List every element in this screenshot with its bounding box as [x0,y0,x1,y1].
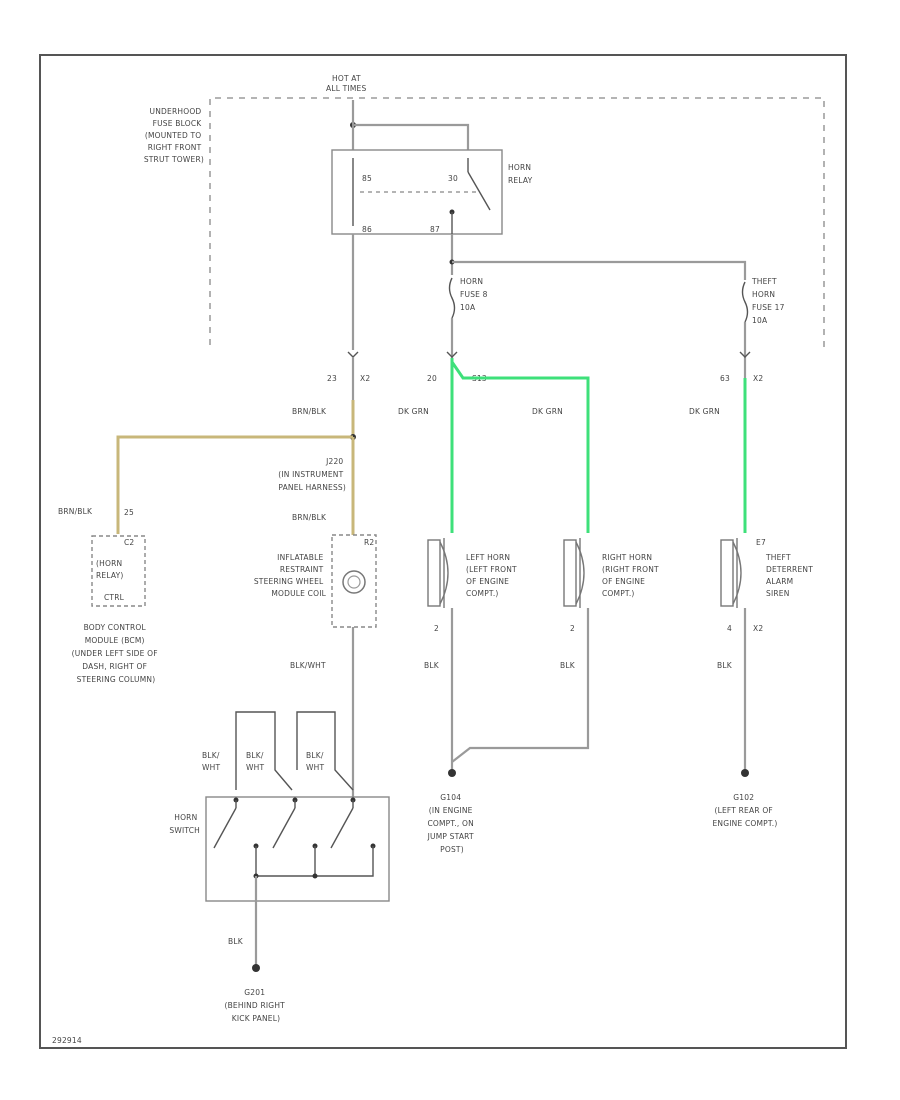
bcm-inner-label: (HORN RELAY) CTRL [96,559,126,602]
horn-fuse-symbol [448,277,456,319]
left-horn-symbol [427,538,449,608]
relay-pin-30: 30 [448,174,458,183]
horn-relay-label: HORN RELAY [508,163,534,185]
feed-to-pin30 [353,123,470,150]
right-horn-label: RIGHT HORN (RIGHT FRONT OF ENGINE COMPT.… [602,553,661,598]
dk-grn-label-1: DK GRN [398,407,429,416]
switch-feed-2 [296,711,354,791]
brn-blk-label-1: BRN/BLK [292,407,327,416]
siren-pin-x2: X2 [753,624,763,633]
horn-switch-box [205,796,390,902]
theft-feed-wire [452,260,747,280]
switch-wire-label-3: BLK/ WHT [306,751,326,772]
g104-label: G104 (IN ENGINE COMPT., ON JUMP START PO… [427,793,477,854]
coil-box [331,534,377,628]
pin-63: 63 [720,374,730,383]
coil-inner [347,575,361,589]
g102-ground-dot [741,769,749,777]
theft-fuse-symbol [741,281,749,323]
pin-x2-left: X2 [360,374,370,383]
blk-label-3: BLK [717,661,733,670]
bcm-box [91,535,146,607]
hot-at-label: HOT AT [332,74,361,83]
relay-pin-87: 87 [430,225,440,234]
outer-frame [39,54,847,1049]
siren-pin-4: 4 [727,624,732,633]
g201-ground-dot [252,964,260,972]
horn-switch-contacts [213,797,376,879]
g102-label: G102 (LEFT REAR OF ENGINE COMPT.) [712,793,777,828]
right-horn-ground-wire [451,608,590,763]
relay-contact-arm [467,171,491,211]
coil-pin-r2: R2 [364,538,374,547]
brn-blk-label-2: BRN/BLK [292,513,327,522]
switch-wire-label-2: BLK/ WHT [246,751,266,772]
bcm-label: BODY CONTROL MODULE (BCM) (UNDER LEFT SI… [72,623,161,684]
theft-siren-label: THEFT DETERRENT ALARM SIREN [765,553,816,598]
horn-relay-box [331,149,503,235]
coil-symbol [342,570,366,594]
horn-fuse-label: HORN FUSE 8 10A [460,277,490,312]
blk-label-4: BLK [228,937,244,946]
pin-23: 23 [327,374,337,383]
figure-code: 292914 [52,1036,82,1045]
pin-20: 20 [427,374,437,383]
connector-right [739,351,751,358]
brn-blk-label-3: BRN/BLK [58,507,93,516]
all-times-label: ALL TIMES [326,84,366,93]
theft-siren-symbol [720,538,742,608]
connector-left [347,351,359,358]
g104-ground-dot [448,769,456,777]
bcm-pin-c2: C2 [124,538,134,547]
horn-switch-label: HORN SWITCH [169,813,200,835]
pin-x2-right: X2 [753,374,763,383]
right-horn-pin: 2 [570,624,575,633]
dk-grn-label-3: DK GRN [689,407,720,416]
dk-grn-right-horn [450,361,590,533]
siren-pin-e7: E7 [756,538,766,547]
blk-wht-label: BLK/WHT [290,661,326,670]
g201-label: G201 (BEHIND RIGHT KICK PANEL) [224,988,287,1023]
coil-label: INFLATABLE RESTRAINT STEERING WHEEL MODU… [254,553,327,598]
bcm-pin-25: 25 [124,508,134,517]
dk-grn-label-2: DK GRN [532,407,563,416]
left-horn-pin: 2 [434,624,439,633]
fuse-block-outline [209,97,825,352]
switch-wire-label-1: BLK/ WHT [202,751,222,772]
blk-label-1: BLK [424,661,440,670]
switch-feed-1 [235,711,293,791]
right-horn-symbol [563,538,585,608]
splice-j220-label: J220 (IN INSTRUMENT PANEL HARNESS) [278,457,346,492]
relay-pin-86: 86 [362,225,372,234]
blk-label-2: BLK [560,661,576,670]
theft-fuse-label: THEFT HORN FUSE 17 10A [751,277,787,325]
relay-pin-85: 85 [362,174,372,183]
bcm-branch-wire [116,435,353,534]
connector-mid [446,351,458,358]
left-horn-label: LEFT HORN (LEFT FRONT OF ENGINE COMPT.) [466,553,519,598]
fuse-block-label: UNDERHOOD FUSE BLOCK (MOUNTED TO RIGHT F… [144,107,204,164]
